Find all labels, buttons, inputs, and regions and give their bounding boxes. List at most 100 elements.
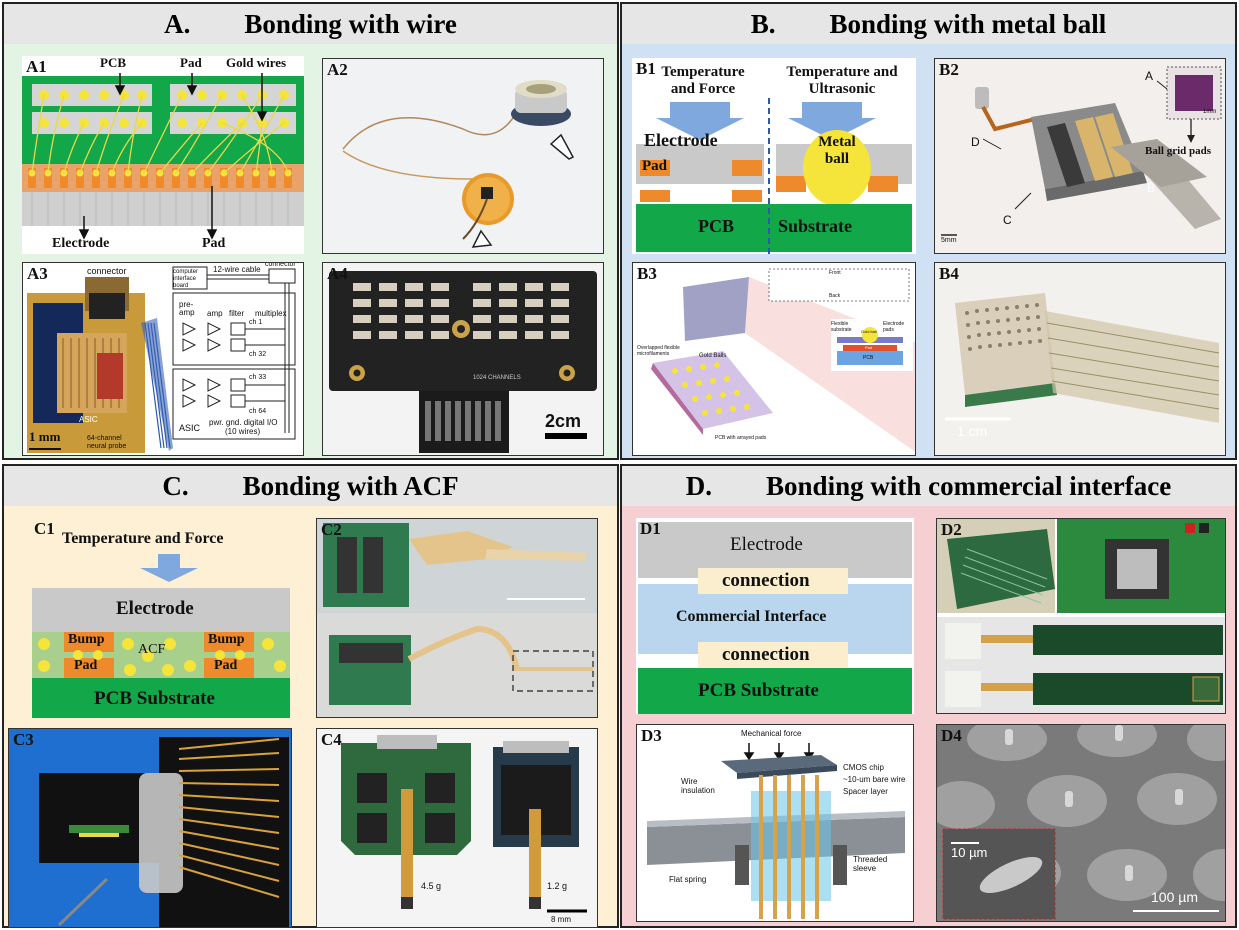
a4-scale-label: 2cm bbox=[545, 411, 582, 431]
d3-cmos-label: CMOS chip bbox=[843, 763, 884, 772]
c4-device-photo bbox=[341, 735, 587, 913]
b1-temp-force-label: Temperature and Force bbox=[661, 64, 745, 97]
b1-substrate-label: Substrate bbox=[778, 216, 853, 236]
b2-ball-grid-label: Ball grid pads bbox=[1145, 145, 1212, 157]
c1-electrode-label: Electrode bbox=[116, 598, 194, 619]
panel-a3-label: A3 bbox=[27, 264, 48, 283]
b3-back-label: Back bbox=[829, 293, 841, 299]
a1-pcb-label: PCB bbox=[100, 56, 126, 70]
b3-pcb-label: PCB bbox=[863, 355, 874, 361]
panel-c2-label: C2 bbox=[321, 520, 342, 539]
a3-amp-label: amp bbox=[207, 309, 223, 318]
panel-d3-label: D3 bbox=[641, 726, 662, 745]
panel-a3-asic-schematic: A3 bbox=[22, 262, 304, 456]
quadrant-a-body: A1 bbox=[4, 44, 617, 458]
a3-schematic bbox=[27, 266, 296, 453]
b1-schematic bbox=[636, 98, 912, 254]
quadrant-b-letter: B. bbox=[750, 8, 776, 39]
d1-connection-top-label: connection bbox=[722, 570, 810, 591]
panel-a4-label: A4 bbox=[327, 264, 348, 283]
quadrant-b-body: B1 Temperature and Force Temperature an bbox=[622, 44, 1235, 458]
b3-flexible-substrate-label: Flexible substrate bbox=[831, 321, 852, 333]
b1-temp-ultra-label: Temperature and Ultrasonic bbox=[786, 64, 898, 97]
d1-commercial-label: Commercial Interface bbox=[676, 608, 827, 625]
quadrant-c-body: C1 Temperature and Force Electrode Bump … bbox=[4, 506, 617, 928]
c1-pad-left-label: Pad bbox=[74, 658, 98, 673]
b4-device-photo bbox=[945, 293, 1220, 423]
d3-threaded-label: Threaded sleeve bbox=[853, 855, 888, 873]
c3-device-photo bbox=[39, 737, 289, 927]
d3-bare-wire-label: ~10-um bare wire bbox=[843, 775, 906, 784]
b3-gold-ball-label: Gold ball bbox=[861, 329, 877, 334]
panel-d2-label: D2 bbox=[941, 520, 962, 539]
d1-schematic bbox=[638, 522, 912, 714]
quadrant-a-letter: A. bbox=[164, 8, 191, 39]
panel-c2-photo: C2 bbox=[316, 518, 598, 718]
c4-scale-label: 8 mm bbox=[551, 915, 571, 924]
quadrant-c-title: Bonding with ACF bbox=[242, 470, 459, 501]
d3-spacer-label: Spacer layer bbox=[843, 787, 888, 796]
a3-asic-block-label: ASIC bbox=[179, 423, 201, 433]
panel-b4-label: B4 bbox=[939, 264, 959, 283]
quadrant-b: B. Bonding with metal ball B1 bbox=[620, 2, 1237, 460]
panel-c1-acf-diagram: C1 Temperature and Force Electrode Bump … bbox=[30, 518, 292, 718]
a1-electrode-label: Electrode bbox=[52, 236, 110, 251]
panel-a1-wire-bonding-diagram: A1 bbox=[22, 56, 304, 254]
panel-c3-label: C3 bbox=[13, 730, 34, 749]
quadrant-c: C. Bonding with ACF C1 Temperature and F… bbox=[2, 464, 619, 928]
b2-inset-scale-label: 1mm bbox=[1203, 109, 1217, 115]
b4-scale-label: 1 cm bbox=[957, 423, 988, 439]
b3-electrode-pads-label: Electrode pads bbox=[883, 321, 905, 333]
a3-ch32-label: ch 32 bbox=[249, 351, 267, 358]
b1-electrode-label: Electrode bbox=[644, 130, 718, 150]
quadrant-b-title: Bonding with metal ball bbox=[829, 8, 1107, 39]
a3-filter-label: filter bbox=[229, 309, 245, 318]
panel-d1-label: D1 bbox=[640, 519, 661, 538]
b2-c-label: C bbox=[1003, 213, 1012, 227]
quadrant-d-header: D. Bonding with commercial interface bbox=[622, 466, 1235, 508]
panel-a4-pcb-photo: A4 1024 CHANNELS 2cm bbox=[322, 262, 604, 456]
a3-wires10-label: (10 wires) bbox=[225, 427, 261, 436]
panel-d3-mechanical-schematic: D3 Mechanical force CMOS chip bbox=[636, 724, 914, 922]
panel-b2-label: B2 bbox=[939, 60, 959, 79]
c1-temp-force-label: Temperature and Force bbox=[62, 530, 224, 547]
quadrant-c-letter: C. bbox=[162, 470, 189, 501]
c1-acf-label: ACF bbox=[138, 642, 166, 657]
panel-b1-label: B1 bbox=[636, 59, 656, 78]
panel-b1-metal-ball-diagram: B1 Temperature and Force Temperature an bbox=[632, 58, 916, 254]
c1-pad-right-label: Pad bbox=[214, 658, 238, 673]
d3-wire-insulation-label: Wire insulation bbox=[681, 777, 715, 795]
panel-c4-photo: C4 4.5 g 1.2 g 8 mm bbox=[316, 728, 598, 928]
a4-board-photo bbox=[329, 271, 597, 453]
quadrant-d-letter: D. bbox=[685, 470, 713, 501]
b3-overlapped-label: Overlapped flexible microfilaments bbox=[637, 345, 680, 357]
d2-device-photo bbox=[937, 519, 1225, 713]
b2-device-photo bbox=[941, 66, 1222, 236]
a3-multiplex-label: multiplex bbox=[255, 309, 287, 318]
a2-device-photo bbox=[342, 80, 575, 248]
d4-scale-label: 100 µm bbox=[1151, 889, 1198, 905]
a3-asic-chip-label: ASIC bbox=[79, 415, 98, 424]
d3-schematic bbox=[647, 743, 905, 919]
quadrant-d-title: Bonding with commercial interface bbox=[766, 470, 1172, 501]
a3-scale-label: 1 mm bbox=[29, 429, 61, 444]
b2-d-label: D bbox=[971, 135, 980, 149]
a3-preamp-label: pre-amp bbox=[179, 300, 195, 317]
a3-ch33-label: ch 33 bbox=[249, 374, 267, 381]
d1-connection-bottom-label: connection bbox=[722, 644, 810, 665]
d3-flat-spring-label: Flat spring bbox=[669, 875, 707, 884]
quadrant-a-title: Bonding with wire bbox=[244, 8, 457, 39]
a1-pad-top-label: Pad bbox=[180, 56, 202, 70]
a1-pad-bottom-label: Pad bbox=[202, 236, 226, 251]
panel-c3-photo: C3 bbox=[8, 728, 292, 928]
quadrant-a-header: A. Bonding with wire bbox=[4, 4, 617, 46]
panel-d1-interface-diagram: D1 Electrode connection Commercial Inter… bbox=[636, 518, 914, 714]
a3-connector-left-label: connector bbox=[87, 266, 127, 276]
d3-mech-force-label: Mechanical force bbox=[741, 729, 802, 738]
panel-b3-gold-ball-schematic: B3 Front Back Fl bbox=[632, 262, 916, 456]
b2-b-label: B bbox=[1147, 181, 1156, 195]
panel-c1-label: C1 bbox=[34, 519, 55, 538]
panel-b2-photo: B2 A B C bbox=[934, 58, 1226, 254]
a3-probe-label: 64-channel neural probe bbox=[87, 435, 127, 450]
a4-board-text: 1024 CHANNELS bbox=[473, 375, 521, 381]
